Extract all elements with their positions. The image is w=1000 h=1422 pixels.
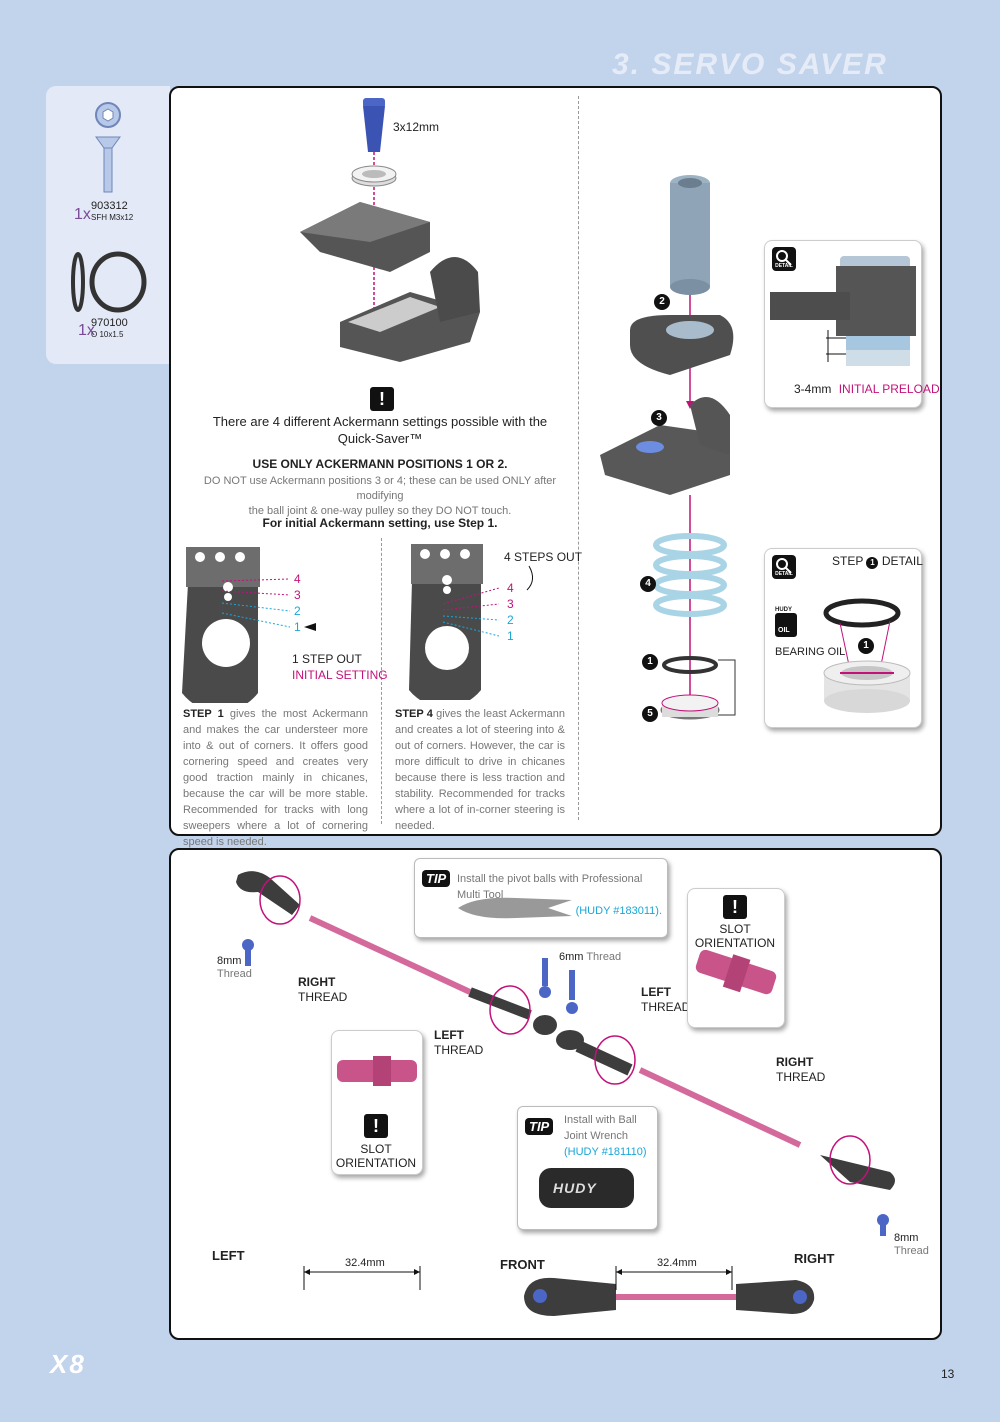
screw-icon (95, 102, 121, 193)
bottom-right-rod-illustration (524, 1277, 815, 1316)
detail-magnifier-icon: DETAIL (772, 555, 796, 579)
preload-detail-illustration (770, 256, 916, 366)
ball-mid-label: 6mm Thread (559, 951, 622, 963)
servo-saver-stack-illustration (600, 175, 736, 720)
tip-multi-tool (414, 858, 668, 938)
warning-icon: ! (370, 387, 394, 411)
callout-5: 5 (642, 706, 658, 722)
slot-orientation-label: SLOT ORIENTATION (694, 922, 776, 950)
warning-icon: ! (364, 1114, 388, 1138)
step1-description: STEP 1 gives the most Ackermann and make… (183, 708, 368, 848)
slot-rod-illustration (695, 950, 777, 995)
part-desc: SFH M3x12 (91, 213, 134, 222)
part-code: 970100 (91, 317, 128, 329)
parts-sidebar (46, 86, 170, 364)
step4-callout: 4 STEPS OUT (504, 550, 583, 564)
step1-callout: 1 STEP OUT INITIAL SETTING (292, 652, 388, 682)
dimension-left: 32.4mm (345, 1257, 385, 1269)
use-only-heading: USE ONLY ACKERMANN POSITIONS 1 OR 2. (252, 457, 508, 471)
steering-arm-step4 (409, 544, 533, 700)
preload-dimension: 3-4mm INITIAL PRELOAD (794, 382, 940, 396)
o-ring-icon (71, 251, 147, 313)
ackermann-positions-step1: 4 3 2 1 (294, 572, 301, 634)
part-qty: 1x (78, 322, 95, 339)
multi-tool-icon (458, 897, 572, 919)
callout-2: 2 (654, 294, 670, 310)
bearing-oil-label: BEARING OIL (775, 646, 846, 658)
ball-left-label: 8mm Thread (217, 955, 252, 980)
tip-badge: TIP (525, 1118, 554, 1135)
ackermann-positions-step4: 4 3 2 1 (507, 581, 514, 643)
steering-linkage-illustration (236, 871, 895, 1236)
tip1-text: Install the pivot balls with Professiona… (457, 873, 662, 917)
part-code: 903312 (91, 200, 128, 212)
servo-saver-exploded-illustration (300, 98, 480, 362)
right-thread-label: RIGHT THREAD (776, 1055, 826, 1084)
oil-bottle-icon: HUDY OIL (775, 607, 801, 643)
tip2-text: Install with Ball Joint Wrench (HUDY #18… (564, 1114, 647, 1158)
x8-logo: X8 (50, 1349, 86, 1379)
ball-joint-wrench-icon: HUDY (539, 1168, 634, 1208)
slot-rod-illustration (337, 1056, 417, 1086)
left-thread-label: LEFT THREAD (434, 1028, 484, 1057)
step4-description: STEP 4 gives the least Ackermann and cre… (395, 708, 565, 832)
detail-callout-1: 1 (858, 638, 874, 654)
screw-size-label: 3x12mm (393, 120, 440, 134)
callout-3: 3 (651, 410, 667, 426)
right-thread-label: RIGHT THREAD (298, 975, 348, 1004)
slot-orientation-detail (331, 1030, 423, 1175)
ball-right-label: 8mm Thread (894, 1232, 929, 1257)
divider (381, 538, 382, 824)
dimension-lines (303, 1266, 733, 1290)
tip-badge: TIP (422, 870, 451, 887)
callout-4: 4 (640, 576, 656, 592)
page-number: 13 (941, 1367, 955, 1381)
callout-1: 1 (642, 654, 658, 670)
divider (578, 96, 579, 820)
front-label: FRONT (500, 1257, 545, 1272)
part-903312: 1x (74, 206, 91, 223)
ackermann-notice: There are 4 different Ackermann settings… (212, 414, 548, 446)
left-thread-label: LEFT THREAD (641, 985, 691, 1014)
page-title: 3. SERVO SAVER (612, 48, 888, 81)
left-label: LEFT (212, 1248, 245, 1263)
part-desc: O 10x1.5 (91, 330, 124, 339)
o-ring-detail-illustration (823, 598, 911, 713)
step1-detail-title: STEP 1 DETAIL (832, 554, 923, 569)
steering-arm-step1 (182, 547, 316, 703)
slot-orientation-label: SLOT ORIENTATION (335, 1142, 417, 1170)
right-label: RIGHT (794, 1251, 835, 1266)
dimension-right: 32.4mm (657, 1257, 697, 1269)
warning-icon: ! (723, 895, 747, 919)
warning-text: DO NOT use Ackermann positions 3 or 4; t… (203, 475, 557, 517)
initial-setting-note: For initial Ackermann setting, use Step … (262, 516, 498, 530)
detail-magnifier-icon: DETAIL (772, 247, 796, 271)
